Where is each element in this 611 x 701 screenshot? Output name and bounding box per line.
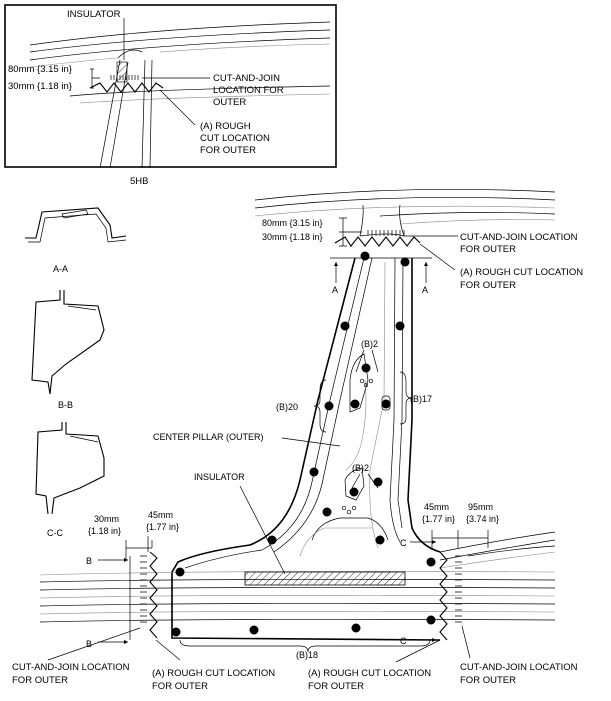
b2-upper-label: (B)2 [361, 339, 378, 349]
section-cc-view: C-C [35, 422, 105, 538]
main-roof-rails [254, 188, 556, 259]
weld-spot [426, 557, 436, 567]
weld-spot [351, 623, 361, 633]
top-cut-join-line2: FOR OUTER [460, 244, 516, 255]
weld-spot [349, 487, 359, 497]
section-bb-label: B-B [58, 400, 73, 410]
right-dim-45-line2: {1.77 in} [422, 514, 455, 524]
small-holes [341, 378, 374, 515]
weld-spot [171, 627, 181, 637]
arrow-b-lower: B [86, 639, 92, 649]
inset-insulator-label: INSULATOR [67, 9, 121, 20]
top-rough-line1: (A) ROUGH CUT LOCATION [460, 267, 583, 278]
inset-frame [4, 4, 337, 168]
b20-label: (B)20 [276, 402, 298, 412]
arrow-a-left: A [332, 285, 338, 295]
weld-spot [426, 615, 436, 625]
weld-spot [309, 467, 319, 477]
bottom-right-cut-join-line2: FOR OUTER [460, 675, 516, 686]
weld-spots [171, 251, 436, 637]
top-cut-join-ticks [367, 230, 405, 236]
top-cut-join-line1: CUT-AND-JOIN LOCATION [460, 232, 578, 243]
inset-rough-line1: (A) ROUGH [200, 121, 251, 132]
right-dim-95-line1: 95mm [468, 502, 493, 512]
weld-spot [373, 477, 383, 487]
top-rough-cut-zigzag [334, 236, 421, 247]
inset-cut-join-line2: LOCATION FOR [213, 85, 284, 96]
section-aa-label: A-A [53, 264, 68, 274]
inset-dim-lines [90, 68, 100, 89]
inset-rough-line3: FOR OUTER [200, 145, 256, 156]
bottom-left-cut-join-line1: CUT-AND-JOIN LOCATION [12, 662, 130, 673]
left-dim-30-line2: {1.18 in} [88, 526, 121, 536]
weld-spot [340, 321, 350, 331]
inset-rough-leader [159, 89, 196, 126]
bottom-right-rough-line2: FOR OUTER [308, 681, 364, 692]
weld-spot [324, 401, 334, 411]
inset-cut-join-ticks [110, 75, 139, 80]
left-dim-45-line2: {1.77 in} [146, 522, 179, 532]
weld-spot [322, 507, 332, 517]
arrow-a-right: A [422, 285, 428, 295]
bottom-right-rough-line1: (A) ROUGH CUT LOCATION [308, 668, 431, 679]
main-dim-80: 80mm {3.15 in} [262, 218, 323, 228]
left-rough-cut-zigzag [149, 551, 158, 639]
inset-cut-join-line1: CUT-AND-JOIN [213, 73, 280, 84]
b18-label: (B)18 [296, 650, 318, 660]
arrow-b-upper: B [86, 556, 92, 566]
center-pillar-outer [171, 204, 441, 590]
bottom-right-cut-join-line1: CUT-AND-JOIN LOCATION [460, 662, 578, 673]
left-cut-join-ticks [140, 555, 147, 623]
right-dim-45-line1: 45mm [424, 502, 449, 512]
main-insulator-label: INSULATOR [194, 472, 245, 482]
left-dim-30-line1: 30mm [94, 514, 119, 524]
main-dim-and-leaders [47, 217, 489, 663]
inset-dim-30: 30mm {1.18 in} [8, 81, 72, 92]
arrow-c-lower: C [400, 636, 407, 646]
top-rough-line2: FOR OUTER [460, 280, 516, 291]
left-dim-45-line1: 45mm [148, 510, 173, 520]
inset-roof-lines [29, 21, 331, 104]
weld-spot [175, 567, 185, 577]
section-cc-label: C-C [47, 528, 63, 538]
weld-spot [360, 251, 370, 261]
weld-spot [400, 257, 410, 267]
center-pillar-label: CENTER PILLAR (OUTER) [153, 432, 264, 442]
inset-caption: 5HB [130, 176, 148, 187]
right-dim-95-line2: {3.74 in} [466, 514, 499, 524]
weld-spot [361, 363, 371, 373]
inset-rough-cut-zigzag [89, 82, 164, 93]
main-sill-rails [39, 531, 556, 641]
main-dim-30: 30mm {1.18 in} [262, 232, 323, 242]
weld-spot [395, 321, 405, 331]
inset-cut-join-line3: OUTER [213, 97, 246, 108]
b17-label: (B)17 [410, 394, 432, 404]
inset-panel: INSULATOR 80mm {3.15 in} 30mm {1.18 in} … [4, 4, 337, 169]
bottom-left-rough-line2: FOR OUTER [152, 681, 208, 692]
section-bb-view: B-B [31, 290, 105, 410]
right-cut-join-ticks [455, 555, 462, 623]
weld-spot [350, 399, 360, 409]
inset-dim-80: 80mm {3.15 in} [8, 64, 72, 75]
right-rough-cut-zigzag [439, 551, 448, 641]
weld-spot [249, 625, 259, 635]
weld-spot [375, 535, 385, 545]
arrow-c-upper: C [400, 538, 407, 548]
weld-spot [381, 399, 391, 409]
section-aa-view: A-A [25, 207, 127, 274]
main-insulator-hatch [244, 571, 406, 586]
b2-lower-label: (B)2 [352, 463, 369, 473]
weld-spot [267, 535, 277, 545]
inset-rough-line2: CUT LOCATION [200, 133, 270, 144]
inset-insulator-hatch [116, 61, 128, 83]
bottom-left-cut-join-line2: FOR OUTER [12, 675, 68, 686]
bottom-left-rough-line1: (A) ROUGH CUT LOCATION [152, 668, 275, 679]
